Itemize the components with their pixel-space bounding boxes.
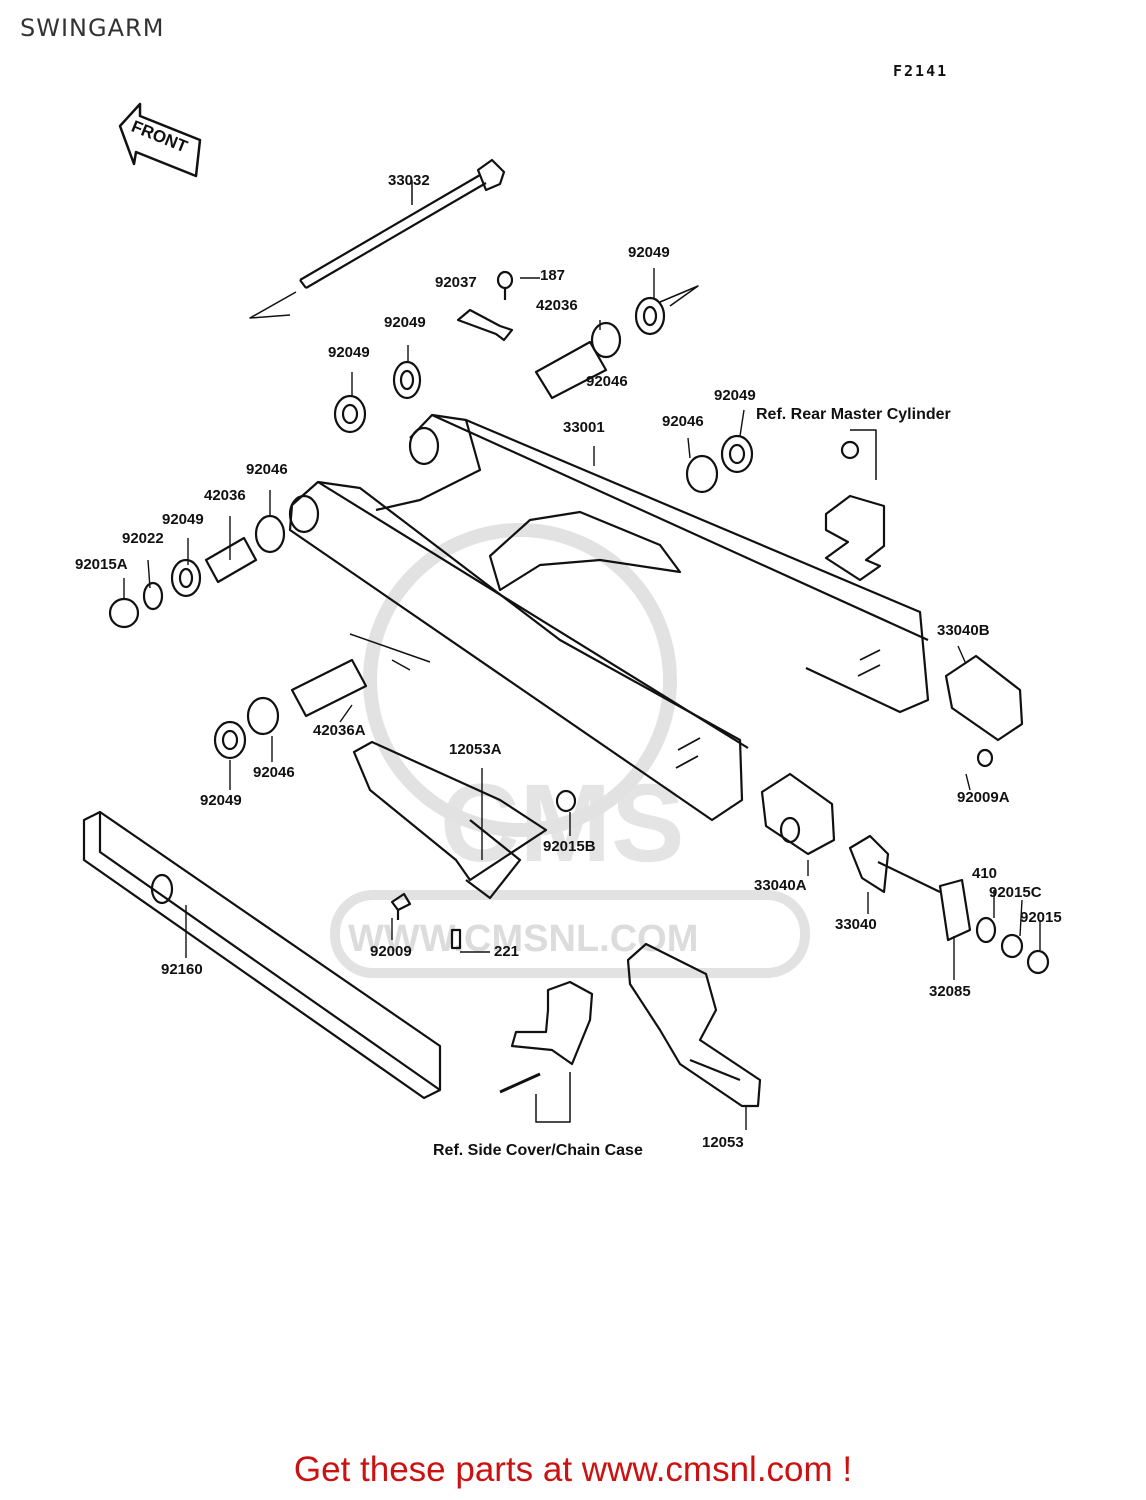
lock-92037 xyxy=(456,308,514,342)
part-label-42036A: 42036A xyxy=(313,722,366,739)
adjuster-33040A xyxy=(760,772,836,856)
washer-92022 xyxy=(142,581,164,611)
part-label-92037: 92037 xyxy=(435,274,477,291)
part-label-42036-left: 42036 xyxy=(204,487,246,504)
footer-link[interactable]: Get these parts at www.cmsnl.com ! xyxy=(293,1450,853,1489)
part-label-92049-left: 92049 xyxy=(162,511,204,528)
bush-42036A xyxy=(290,658,368,718)
part-label-92049-upper-mid: 92049 xyxy=(384,314,426,331)
page-title: SWINGARM xyxy=(20,14,165,42)
part-label-33040B: 33040B xyxy=(937,622,990,639)
part-label-92046-lower: 92046 xyxy=(253,764,295,781)
part-label-42036-top: 42036 xyxy=(536,297,578,314)
chain-adjusters xyxy=(760,654,1050,975)
leader-lines xyxy=(123,268,1041,1130)
washer-92049-d xyxy=(720,434,754,474)
bolt-187 xyxy=(496,270,514,290)
part-label-92046-top: 92046 xyxy=(586,373,628,390)
part-label-92009A: 92009A xyxy=(957,789,1010,806)
chain-guard-12053A xyxy=(352,740,577,950)
washer-92049-e xyxy=(170,558,202,598)
part-label-221: 221 xyxy=(494,943,520,960)
part-label-92049-top-right: 92049 xyxy=(628,244,670,261)
master-cylinder-bracket xyxy=(824,429,886,582)
washer-92049-c xyxy=(333,394,367,434)
part-label-33001: 33001 xyxy=(563,419,605,436)
front-arrow-icon xyxy=(118,102,202,178)
watermark-circle xyxy=(363,523,677,837)
part-label-33040: 33040 xyxy=(835,916,877,933)
figure-code: F2141 xyxy=(893,62,949,80)
block-32085 xyxy=(938,878,972,942)
part-label-92015A: 92015A xyxy=(75,556,128,573)
part-label-92049-right: 92049 xyxy=(714,387,756,404)
part-label-92046-left: 92046 xyxy=(246,461,288,478)
watermark-banner xyxy=(330,890,810,978)
bolt-92009A xyxy=(976,748,994,768)
pivot-shaft-33032 xyxy=(249,158,506,319)
nut-92015 xyxy=(1026,949,1050,975)
part-label-92022: 92022 xyxy=(122,530,164,547)
part-label-92049-upper-left: 92049 xyxy=(328,344,370,361)
part-label-92160: 92160 xyxy=(161,961,203,978)
ref-side-cover-chain-case: Ref. Side Cover/Chain Case xyxy=(433,1142,643,1159)
bush-92046-a xyxy=(590,321,622,359)
washer-92049-f xyxy=(213,720,247,760)
part-label-410: 410 xyxy=(972,865,998,882)
washer-410 xyxy=(975,916,997,944)
part-label-33032: 33032 xyxy=(388,172,430,189)
top-hardware xyxy=(333,270,754,494)
bush-92046-c xyxy=(685,454,719,494)
bush-42036-a xyxy=(534,340,608,400)
nut-92015C xyxy=(1000,933,1024,959)
part-label-32085: 32085 xyxy=(929,983,971,1000)
part-label-92015C: 92015C xyxy=(989,884,1042,901)
part-label-92046-right: 92046 xyxy=(662,413,704,430)
chain-case-12053 xyxy=(626,942,762,1108)
nut-92015A xyxy=(108,597,140,629)
bush-92046-d xyxy=(246,696,280,736)
part-label-92009: 92009 xyxy=(370,943,412,960)
part-label-92049-lower: 92049 xyxy=(200,792,242,809)
swingarm-33001 xyxy=(288,413,930,822)
part-label-12053A: 12053A xyxy=(449,741,502,758)
bush-42036-b xyxy=(204,536,258,584)
part-label-92015B: 92015B xyxy=(543,838,596,855)
left-hardware xyxy=(108,514,431,760)
collar-92015B xyxy=(555,789,577,813)
bolt-92009 xyxy=(390,892,412,920)
plate-33040 xyxy=(848,834,890,894)
bush-92046-b xyxy=(254,514,286,554)
screw-221 xyxy=(450,928,462,950)
part-label-33040A: 33040A xyxy=(754,877,807,894)
adjuster-33040B xyxy=(944,654,1024,742)
watermark-url: WWW.CMSNL.COM xyxy=(348,918,699,960)
ref-rear-master-cylinder: Ref. Rear Master Cylinder xyxy=(756,406,951,423)
part-label-12053: 12053 xyxy=(702,1134,744,1151)
part-label-187: 187 xyxy=(540,267,566,284)
chain-slipper-92160 xyxy=(82,810,442,1100)
washer-92049-a xyxy=(634,296,666,336)
side-cover-bracket xyxy=(499,980,594,1123)
part-label-92015: 92015 xyxy=(1020,909,1062,926)
washer-92049-b xyxy=(392,360,422,400)
